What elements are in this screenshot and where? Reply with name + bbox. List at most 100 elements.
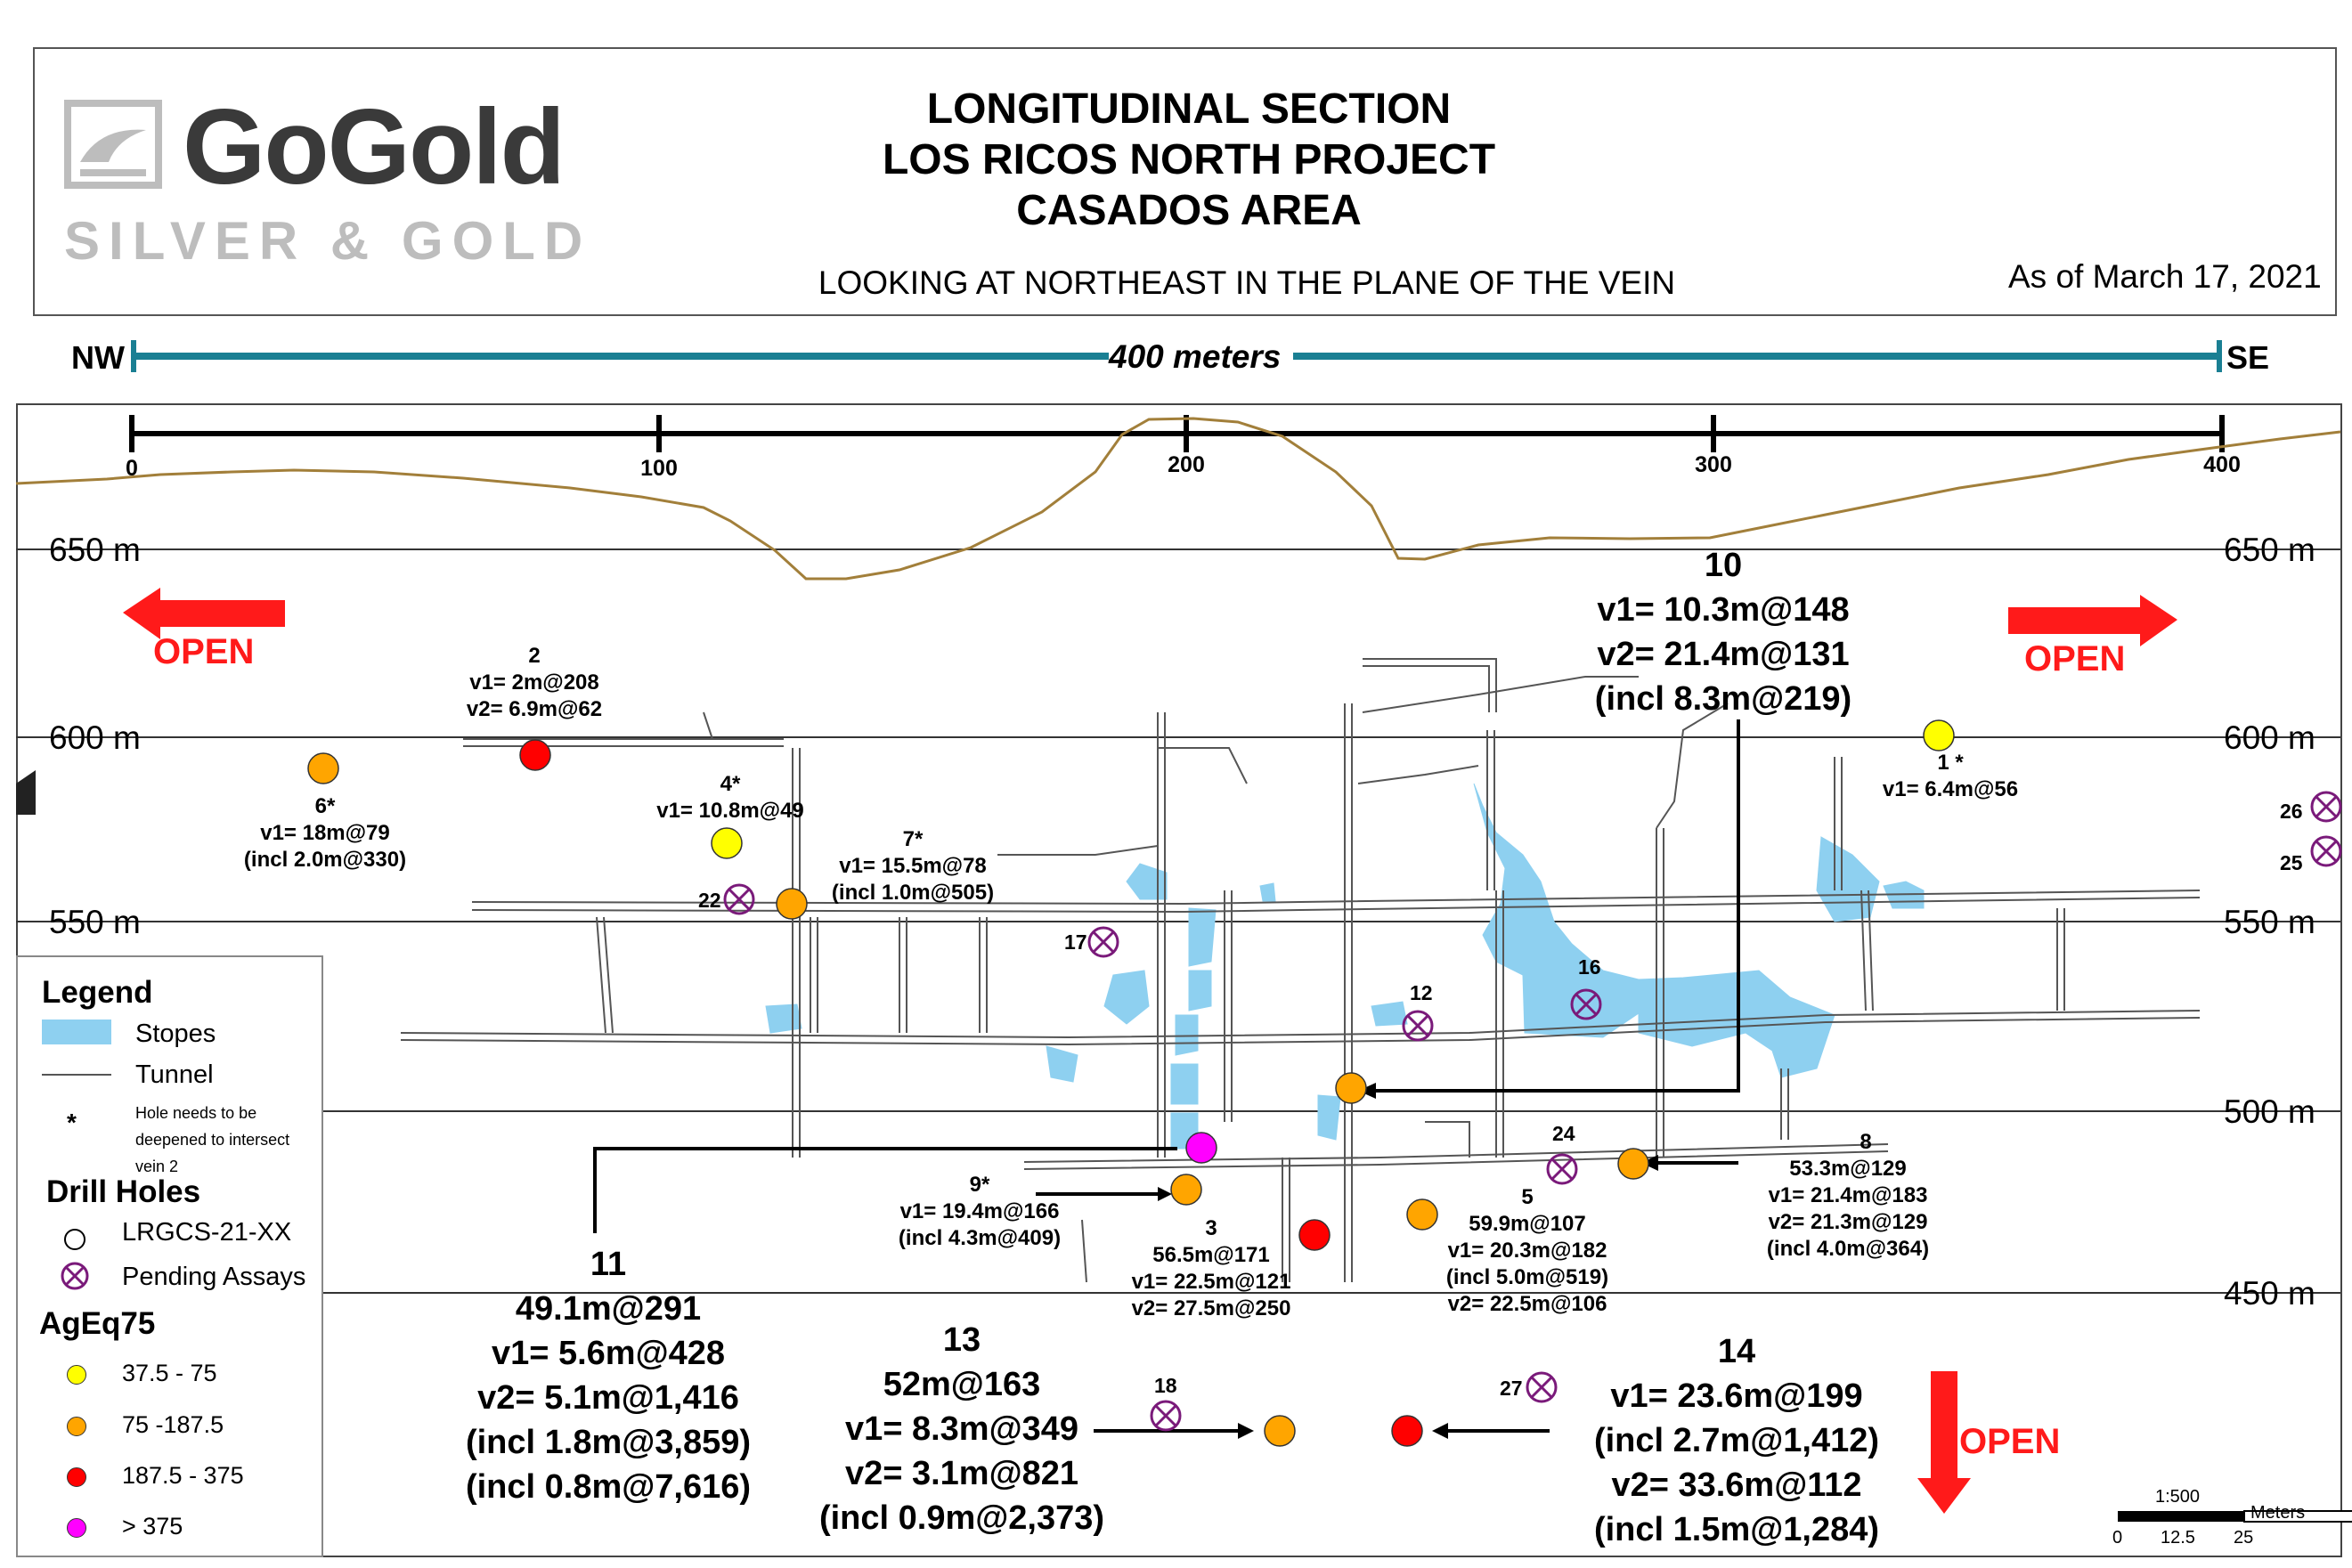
topography-line [15, 417, 2341, 581]
open-arrow-right [2008, 595, 2177, 646]
scale-bar [2118, 1510, 2352, 1523]
pending-hole-12 [1402, 1010, 1434, 1042]
leader-lines [593, 719, 1740, 1433]
legend-tunnel-label: Tunnel [135, 1060, 214, 1089]
pending-hole-27 [1526, 1371, 1558, 1403]
scale-tick-0: 0 [2112, 1528, 2123, 1548]
hole-6-label: 6*v1= 18m@79(incl 2.0m@330) [243, 794, 407, 872]
open-arrow-left [123, 588, 285, 639]
drill-hole-9 [1170, 1174, 1202, 1206]
legend-class-1-swatch [67, 1365, 86, 1385]
legend-ageq-title: AgEq75 [39, 1306, 156, 1341]
scale-tick-2: 25 [2234, 1528, 2254, 1548]
legend-class-4-label: > 375 [122, 1513, 183, 1540]
open-label-left: OPEN [153, 632, 255, 671]
title-line-1: LONGITUDINAL SECTION [926, 85, 1452, 133]
legend-pending-icon [61, 1262, 89, 1290]
hole-4-label: 4*v1= 10.8m@49 [656, 772, 804, 823]
legend-title: Legend [42, 975, 153, 1010]
drill-hole-13 [1264, 1415, 1296, 1447]
direction-bar [131, 340, 2222, 372]
elev-right-450: 450 m [2224, 1275, 2315, 1312]
open-arrow-down [1917, 1371, 1971, 1514]
drill-hole-7 [776, 888, 808, 920]
elev-right-650: 650 m [2224, 532, 2315, 568]
pending-hole-17 [1087, 926, 1119, 958]
title-line-2: LOS RICOS NORTH PROJECT [882, 136, 1496, 183]
pending-num-27: 27 [1500, 1377, 1523, 1400]
drill-hole-10 [1335, 1072, 1367, 1104]
elev-right-550: 550 m [2224, 904, 2315, 940]
pending-hole-24 [1546, 1153, 1578, 1185]
title-block [33, 47, 2337, 316]
scale-ratio: 1:500 [2155, 1487, 2201, 1507]
legend-hole-icon [64, 1229, 85, 1250]
pending-num-17: 17 [1064, 930, 1087, 954]
legend-drill-title: Drill Holes [46, 1174, 201, 1209]
legend-pending-label: Pending Assays [122, 1263, 306, 1291]
drill-hole-14 [1391, 1415, 1423, 1447]
drill-hole-5 [1406, 1198, 1438, 1231]
drill-hole-3 [1298, 1219, 1331, 1251]
drill-hole-11 [1185, 1132, 1217, 1164]
legend-class-3-label: 187.5 - 375 [122, 1462, 244, 1489]
legend-hole-label: LRGCS-21-XX [122, 1218, 292, 1247]
open-label-right: OPEN [2024, 639, 2126, 678]
pending-hole-25 [2310, 835, 2342, 867]
pending-hole-18 [1150, 1400, 1182, 1432]
pending-num-22: 22 [698, 889, 721, 912]
open-label-down: OPEN [1959, 1422, 2061, 1461]
legend-star: * [67, 1109, 77, 1136]
pending-num-24: 24 [1552, 1122, 1575, 1145]
arrow-heads [1158, 1083, 1658, 1439]
drill-hole-1 [1923, 719, 1955, 752]
tunnels [400, 658, 2201, 1283]
tick-300: 300 [1695, 452, 1732, 477]
pending-hole-16 [1570, 988, 1602, 1020]
logo-tagline: SILVER & GOLD [64, 211, 592, 271]
drill-hole-4 [711, 827, 743, 859]
elev-left-650: 650 m [49, 532, 141, 568]
pending-num-18: 18 [1154, 1374, 1177, 1397]
legend-class-4-swatch [67, 1518, 86, 1538]
drill-holes [307, 719, 1955, 1447]
elev-right-500: 500 m [2224, 1093, 2315, 1130]
pending-hole-26 [2310, 791, 2342, 823]
legend-stopes-label: Stopes [135, 1020, 216, 1048]
legend-class-2-swatch [67, 1417, 86, 1436]
date-label: As of March 17, 2021 [2008, 258, 2322, 295]
pending-num-26: 26 [2280, 800, 2303, 823]
pending-hole-22 [723, 883, 755, 915]
edge-marker [16, 770, 36, 815]
drill-hole-2 [519, 739, 551, 771]
distance-axis [129, 415, 2225, 452]
legend-stopes-swatch [42, 1020, 111, 1044]
tick-200: 200 [1168, 452, 1205, 477]
tick-0: 0 [126, 456, 138, 481]
hole-7-label: 7*v1= 15.5m@78(incl 1.0m@505) [831, 827, 995, 905]
drill-hole-6 [307, 752, 339, 784]
pending-holes [723, 791, 2342, 1432]
logo-wordmark: GoGold [183, 87, 566, 207]
direction-nw: NW [71, 339, 125, 376]
elev-left-550: 550 m [49, 904, 141, 940]
direction-se: SE [2226, 339, 2270, 376]
page-subtitle: LOOKING AT NORTHEAST IN THE PLANE OF THE… [818, 264, 1676, 301]
tick-100: 100 [640, 456, 678, 481]
scale-unit: Meters [2250, 1503, 2306, 1523]
pending-num-16: 16 [1578, 955, 1601, 979]
legend-class-2-label: 75 -187.5 [122, 1411, 224, 1438]
elev-right-600: 600 m [2224, 719, 2315, 756]
tick-400: 400 [2203, 452, 2241, 477]
hole-9-label: 9*v1= 19.4m@166(incl 4.3m@409) [898, 1173, 1062, 1250]
